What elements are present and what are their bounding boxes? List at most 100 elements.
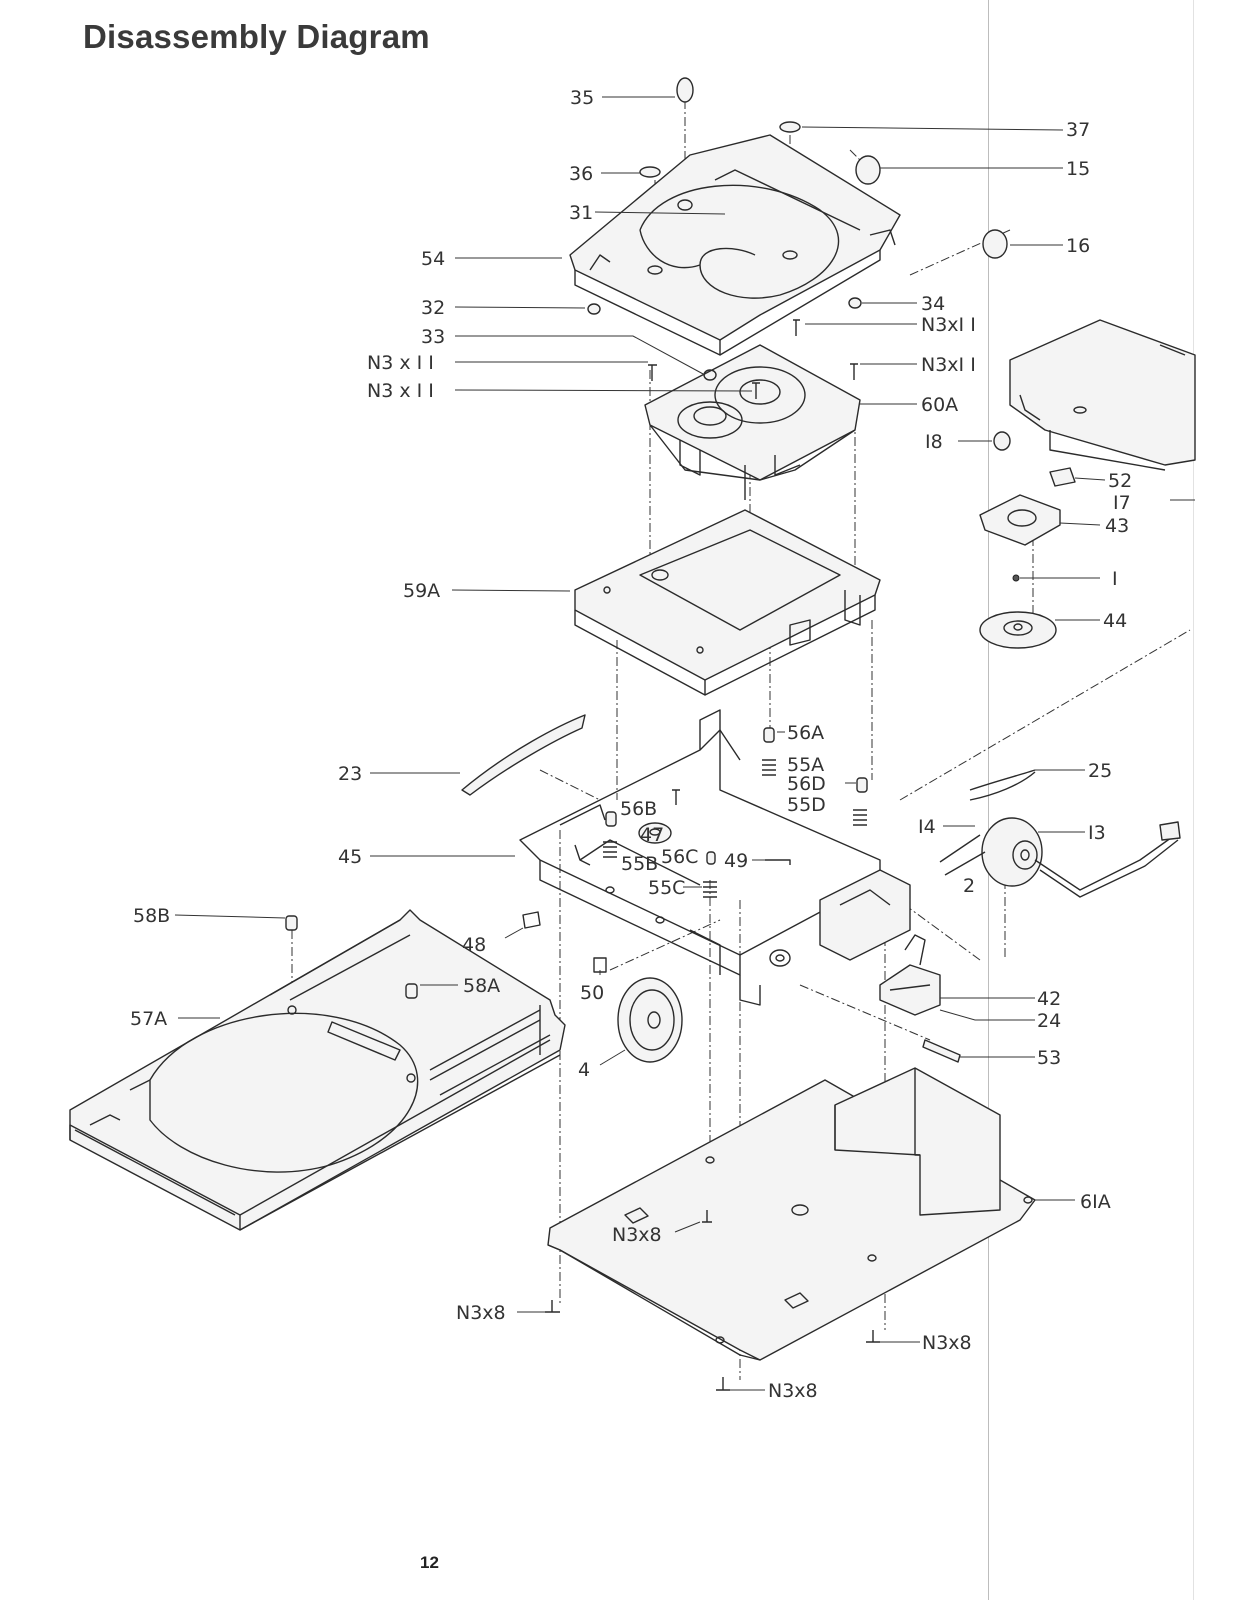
disc-tray [69, 909, 566, 1231]
callout-n3x11-a: N3 x I I [367, 352, 434, 374]
callout-57A: 57A [130, 1008, 167, 1030]
callout-56D: 56D [787, 773, 826, 795]
callout-45: 45 [338, 846, 362, 868]
callout-25: 25 [1088, 760, 1112, 782]
part-58B [285, 915, 298, 931]
part-48 [522, 911, 541, 929]
part-35 [676, 77, 694, 103]
callout-35: 35 [570, 87, 594, 109]
callout-2: 2 [963, 875, 975, 897]
callout-23: 23 [338, 763, 362, 785]
part-58A [405, 983, 418, 999]
part-32 [587, 303, 601, 315]
mech-screws [648, 319, 858, 399]
callout-labels: 35 37 36 15 31 16 54 32 34 33 N3xI I N3 … [130, 87, 1132, 1402]
callout-34: 34 [921, 293, 945, 315]
part-4-pulley [617, 977, 683, 1063]
page-number: 12 [420, 1553, 439, 1572]
part-56B-pin [672, 789, 680, 805]
part-52 [1049, 467, 1076, 487]
parts-14-2 [939, 834, 986, 876]
callout-55D: 55D [787, 794, 826, 816]
callout-56C: 56C [661, 846, 698, 868]
part-49 [765, 859, 791, 865]
callout-31: 31 [569, 202, 593, 224]
bottom-plate [547, 1067, 1036, 1361]
callout-36: 36 [569, 163, 593, 185]
callout-42: 42 [1037, 988, 1061, 1010]
part-55D [853, 809, 867, 826]
callout-24: 24 [1037, 1010, 1061, 1032]
part-34 [848, 297, 862, 309]
callout-59A: 59A [403, 580, 440, 602]
callout-52: 52 [1108, 470, 1132, 492]
callout-49: 49 [724, 850, 748, 872]
part-56C [706, 851, 716, 865]
scan-edge-line [1193, 0, 1194, 1600]
part-18 [993, 431, 1011, 451]
callout-58A: 58A [463, 975, 500, 997]
callout-56B: 56B [620, 798, 657, 820]
callout-43: 43 [1105, 515, 1129, 537]
part-16 [982, 229, 1008, 259]
callout-56A: 56A [787, 722, 824, 744]
callout-n3x8-a: N3x8 [612, 1224, 662, 1246]
loader-assembly [979, 319, 1196, 649]
callout-32: 32 [421, 297, 445, 319]
top-small-parts [587, 77, 1008, 315]
part-47-gear [638, 822, 672, 844]
callout-15: 15 [1066, 158, 1090, 180]
part-13-motor [981, 817, 1181, 898]
part-1 [1012, 574, 1020, 582]
tray-bushings [285, 915, 418, 1083]
callout-1: I [1112, 568, 1118, 590]
callout-47: 47 [640, 824, 664, 846]
part-36 [639, 166, 661, 178]
callout-54: 54 [421, 248, 445, 270]
callout-n3x8-b: N3x8 [456, 1302, 506, 1324]
part-56D [856, 777, 868, 793]
clamper-plate [569, 134, 901, 356]
callout-n3x11-c: N3xI I [921, 314, 976, 336]
callout-55A: 55A [787, 754, 824, 776]
part-50 [593, 957, 607, 973]
page-title: Disassembly Diagram [83, 18, 430, 55]
part-55C [703, 881, 717, 898]
callout-18: I8 [925, 431, 943, 453]
part-23-flex [461, 714, 586, 796]
callout-61A: 6IA [1080, 1191, 1111, 1213]
springs-bushings [603, 727, 868, 898]
part-15 [855, 155, 881, 185]
callout-16: 16 [1066, 235, 1090, 257]
callout-n3x11-b: N3 x I I [367, 380, 434, 402]
callout-53: 53 [1037, 1047, 1061, 1069]
part-42-24-bracket [879, 934, 941, 1016]
callout-4: 4 [578, 1059, 590, 1081]
callout-n3x8-d: N3x8 [768, 1380, 818, 1402]
callout-58B: 58B [133, 905, 170, 927]
part-55B [603, 841, 617, 858]
callout-n3x11-d: N3xI I [921, 354, 976, 376]
part-56B [605, 811, 617, 827]
callout-48: 48 [462, 934, 486, 956]
callout-17: I7 [1113, 492, 1131, 514]
small-fasteners [522, 789, 791, 973]
traverse-frame [574, 509, 881, 696]
part-55A [762, 759, 776, 776]
scan-gutter-line [988, 0, 989, 1600]
callout-44: 44 [1103, 610, 1127, 632]
drive-mechanism [644, 344, 861, 500]
callout-n3x8-c: N3x8 [922, 1332, 972, 1354]
leader-lines [174, 96, 1195, 1391]
callout-33: 33 [421, 326, 445, 348]
part-56A [763, 727, 775, 743]
callout-13: I3 [1088, 822, 1106, 844]
callout-55B: 55B [621, 853, 658, 875]
callout-60A: 60A [921, 394, 958, 416]
part-37 [779, 121, 801, 133]
callout-55C: 55C [648, 877, 685, 899]
main-chassis [519, 709, 911, 1006]
callout-14: I4 [918, 816, 936, 838]
part-53-pin [922, 1039, 961, 1063]
